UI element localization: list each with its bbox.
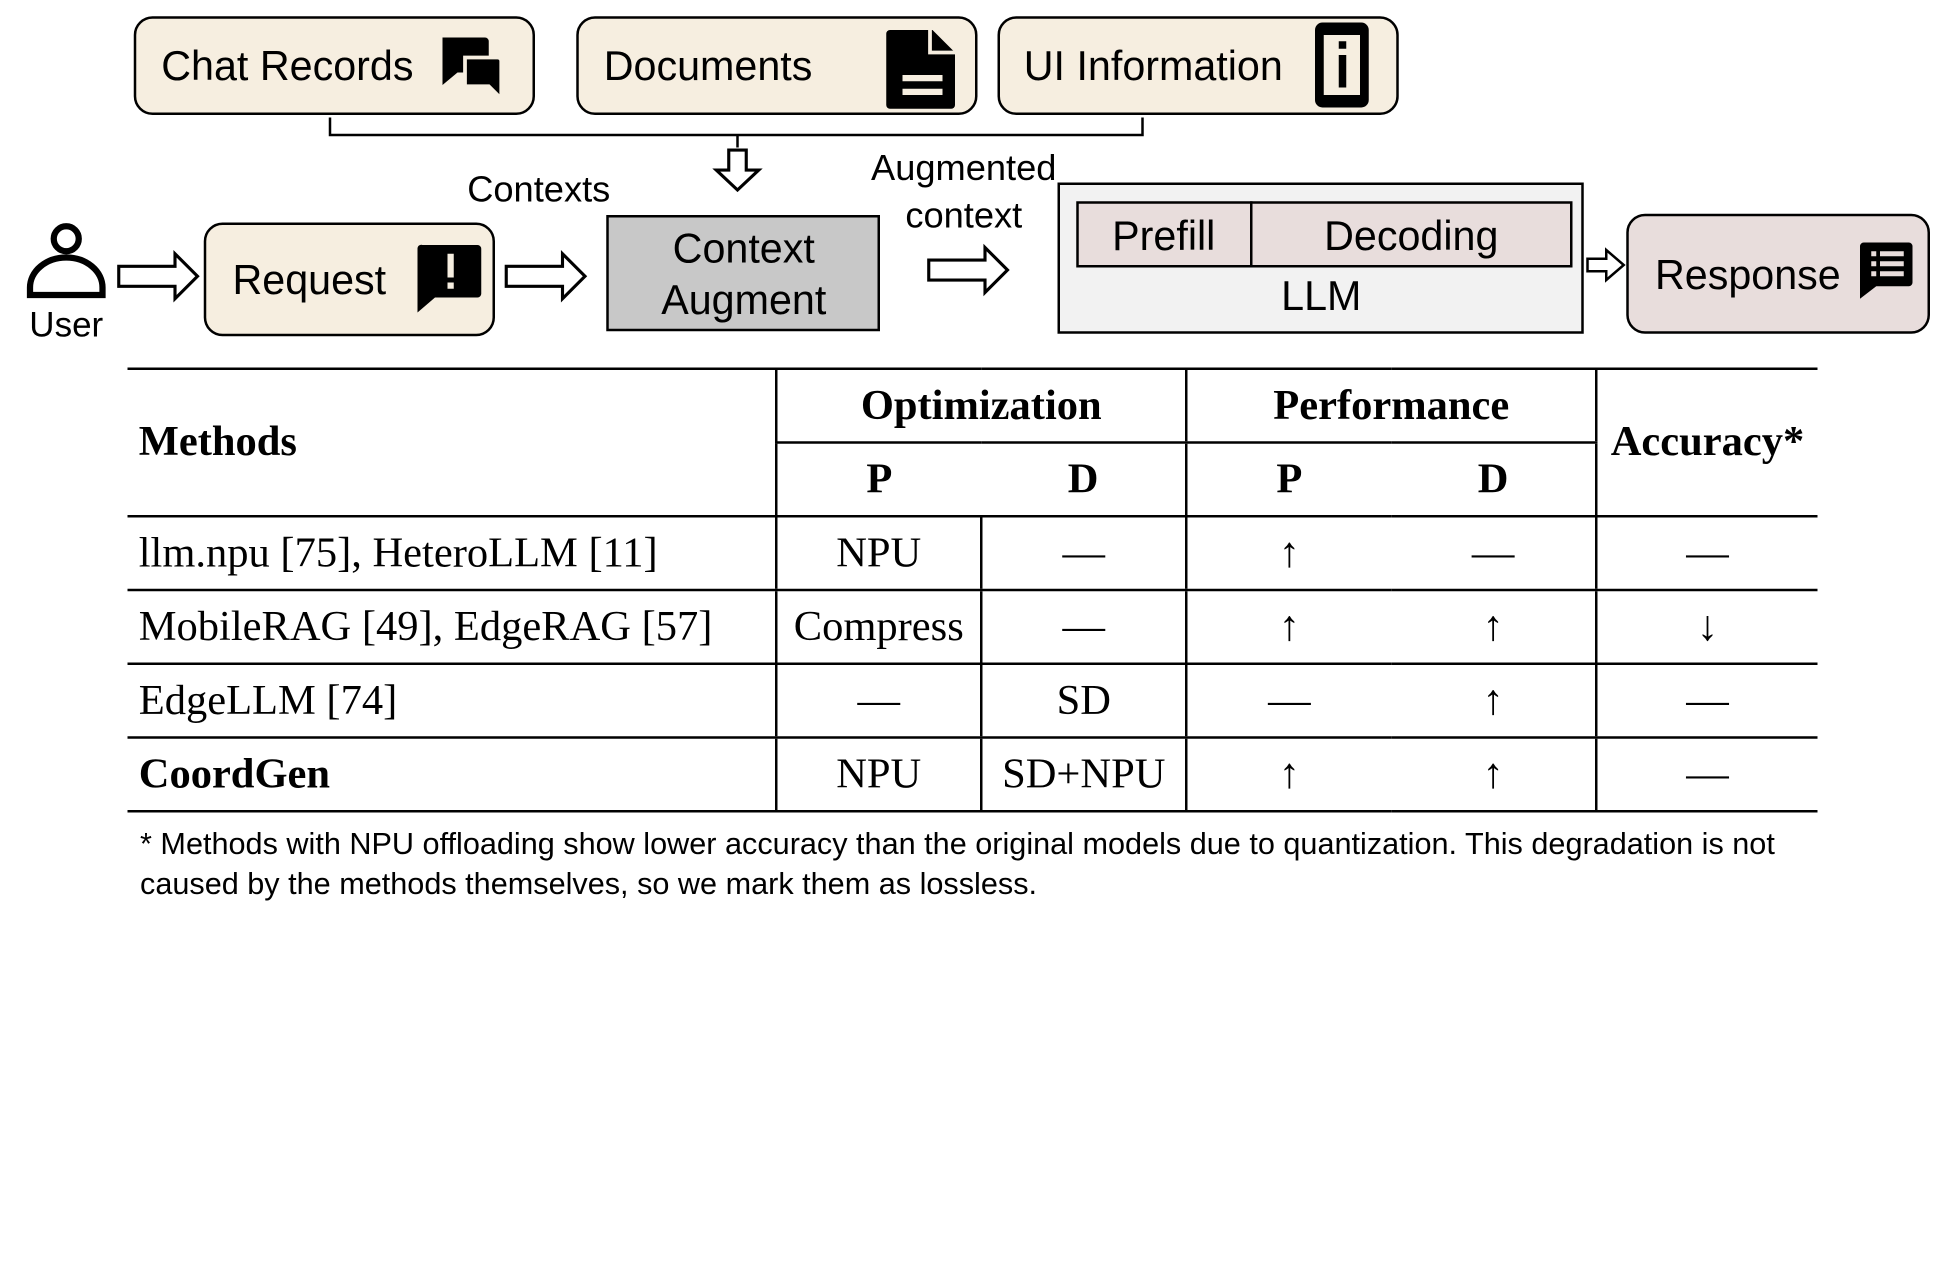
perf-p-cell: ↑ (1185, 516, 1392, 592)
source-label: Documents (604, 43, 813, 89)
comparison-table: Methods Optimization Performance Accurac… (127, 367, 1818, 813)
response-box: Response (1626, 213, 1930, 334)
perf-d-cell: — (1391, 516, 1597, 592)
sources-bracket (328, 117, 1144, 148)
decoding-label: Decoding (1324, 213, 1498, 259)
request-label: Request (233, 257, 387, 303)
document-icon (886, 30, 955, 109)
context-augment-line-2: Augment (661, 277, 827, 323)
alert-message-icon (417, 244, 482, 313)
table-row: MobileRAG [49], EdgeRAG [57] Compress — … (127, 590, 1818, 665)
opt-d-cell: SD+NPU (980, 737, 1187, 813)
header-opt-p: P (775, 442, 982, 518)
perf-p-cell: ↑ (1185, 737, 1392, 813)
header-perf-p: P (1185, 442, 1392, 518)
context-augment-box: Context Augment (606, 215, 880, 332)
table-row: CoordGen NPU SD+NPU ↑ ↑ — (127, 737, 1818, 813)
opt-p-cell: NPU (775, 737, 982, 813)
prefill-label: Prefill (1112, 213, 1215, 259)
llm-box: Prefill Decoding LLM (1057, 182, 1584, 334)
perf-d-cell: ↑ (1391, 590, 1597, 665)
method-cell: EdgeLLM [74] (127, 663, 777, 739)
prefill-stage (1076, 201, 1253, 268)
accuracy-cell: — (1595, 737, 1818, 813)
perf-p-cell: ↑ (1185, 590, 1392, 665)
chat-icon (442, 37, 504, 104)
method-cell: MobileRAG [49], EdgeRAG [57] (127, 590, 777, 665)
contexts-label: Contexts (467, 168, 610, 209)
arrow-augment-llm (927, 243, 1010, 297)
llm-label: LLM (1281, 273, 1361, 319)
arrow-request-augment (504, 249, 588, 303)
opt-d-cell: — (980, 590, 1187, 665)
header-perf-d: D (1391, 442, 1597, 518)
perf-d-cell: ↑ (1391, 737, 1597, 813)
pipeline-diagram: Chat Records Documents UI Information (26, 16, 1930, 344)
down-arrow (712, 148, 763, 193)
decoding-stage (1250, 201, 1573, 268)
header-methods: Methods (127, 367, 777, 518)
method-cell: CoordGen (127, 737, 777, 813)
method-cell: llm.npu [75], HeteroLLM [11] (127, 516, 777, 592)
user-icon (26, 223, 106, 299)
info-icon (1315, 22, 1369, 108)
header-performance: Performance (1185, 367, 1597, 444)
user-label: User (29, 305, 103, 344)
opt-p-cell: Compress (775, 590, 982, 665)
table-footnote: * Methods with NPU offloading show lower… (140, 827, 1775, 902)
request-box: Request (203, 222, 495, 337)
perf-d-cell: ↑ (1391, 663, 1597, 739)
perf-p-cell: — (1185, 663, 1392, 739)
source-documents: Documents (576, 16, 978, 115)
context-augment-line-1: Context (673, 226, 816, 272)
response-label: Response (1655, 252, 1841, 298)
opt-d-cell: SD (980, 663, 1187, 739)
source-chat-records: Chat Records (133, 16, 535, 115)
header-optimization: Optimization (775, 367, 1187, 444)
message-list-icon (1860, 242, 1913, 299)
accuracy-cell: — (1595, 516, 1818, 592)
opt-p-cell: — (775, 663, 982, 739)
table-row: llm.npu [75], HeteroLLM [11] NPU — ↑ — — (127, 516, 1818, 592)
source-ui-information: UI Information (997, 16, 1399, 115)
augmented-context-line-2: context (905, 195, 1022, 236)
augmented-context-line-1: Augmented (871, 147, 1056, 188)
opt-d-cell: — (980, 516, 1187, 592)
header-accuracy: Accuracy* (1595, 367, 1818, 518)
opt-p-cell: NPU (775, 516, 982, 592)
table-row: EdgeLLM [74] — SD — ↑ — (127, 663, 1818, 739)
accuracy-cell: ↓ (1595, 590, 1818, 665)
accuracy-cell: — (1595, 663, 1818, 739)
arrow-user-request (117, 249, 200, 303)
source-label: Chat Records (161, 43, 413, 89)
source-label: UI Information (1024, 43, 1283, 89)
arrow-llm-response (1586, 247, 1626, 283)
header-opt-d: D (981, 442, 1187, 518)
